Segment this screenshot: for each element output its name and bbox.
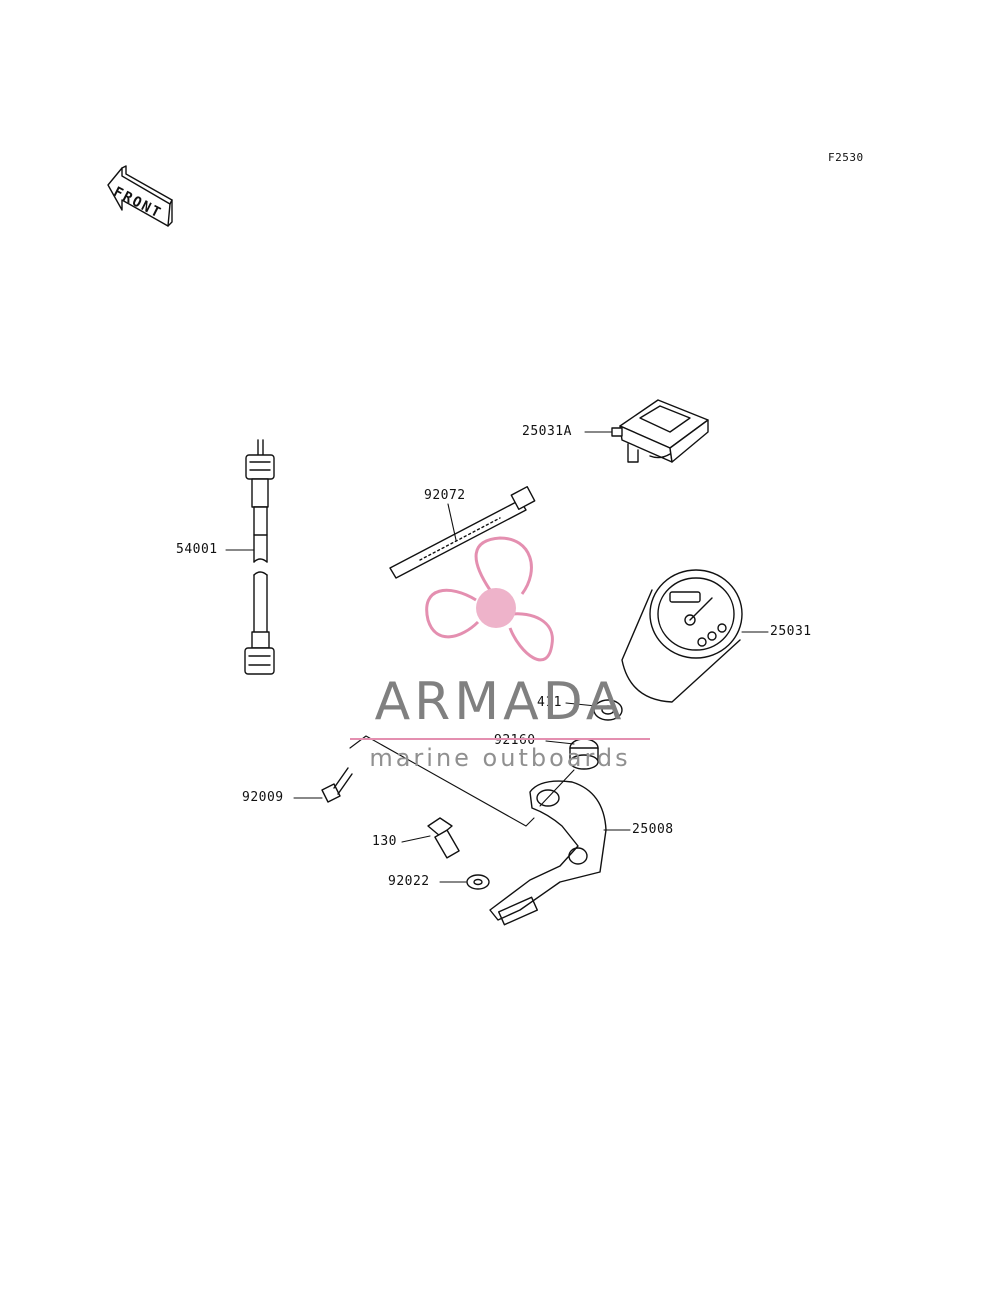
cable-tie — [389, 486, 536, 579]
label-25008: 25008 — [632, 822, 674, 837]
label-25031a: 25031A — [522, 424, 572, 439]
label-92009: 92009 — [242, 790, 284, 805]
front-arrow-icon — [107, 165, 173, 227]
label-130: 130 — [372, 834, 397, 849]
leader-lines — [225, 431, 769, 883]
watermark-brand-name: ARMADA — [374, 672, 626, 732]
washer-411 — [593, 699, 623, 721]
bracket-25008 — [489, 780, 607, 926]
propeller-logo-icon — [425, 536, 554, 662]
label-92072: 92072 — [424, 488, 466, 503]
watermark-divider — [350, 738, 650, 740]
label-92160: 92160 — [494, 733, 536, 748]
bolt-130 — [427, 817, 460, 859]
speedometer-cable — [244, 439, 275, 675]
label-411: 411 — [537, 695, 562, 710]
speedometer-gauge — [621, 569, 743, 703]
hour-meter — [611, 399, 709, 463]
watermark-tagline: marine outboards — [369, 744, 631, 772]
washer-92022 — [466, 874, 490, 890]
label-92022: 92022 — [388, 874, 430, 889]
grommet-92160 — [569, 738, 599, 770]
label-25031: 25031 — [770, 624, 812, 639]
diagram-code: F2530 — [828, 151, 864, 164]
screw-92009 — [321, 767, 353, 803]
label-54001: 54001 — [176, 542, 218, 557]
